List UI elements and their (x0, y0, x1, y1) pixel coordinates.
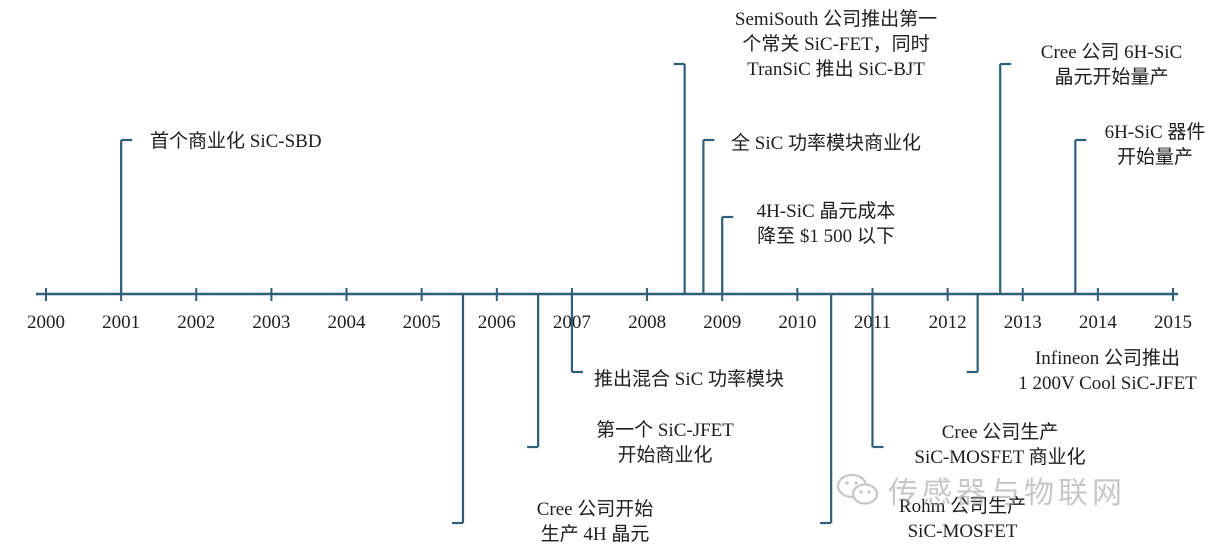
year-label: 2003 (252, 312, 290, 333)
event-label-e7: Cree 公司开始生产 4H 晶元 (510, 497, 680, 547)
year-label: 2004 (328, 312, 367, 333)
watermark-text: 传感器与物联网 (888, 476, 1126, 511)
event-label-line: 降至 $1 500 以下 (757, 226, 895, 247)
event-label-e3: 全 SiC 功率模块商业化 (731, 131, 921, 156)
event-label-line: 全 SiC 功率模块商业化 (731, 133, 922, 154)
event-label-line: 晶元开始量产 (1054, 67, 1169, 88)
event-label-e2: SemiSouth 公司推出第一个常关 SiC-FET，同时 TranSiC 推出… (706, 7, 966, 82)
year-label: 2013 (1004, 312, 1042, 333)
event-label-line: 开始量产 (1116, 147, 1193, 168)
event-label-line: Cree 公司 6H-SiC (1040, 42, 1183, 63)
event-label-line: 个常关 SiC-FET，同时 (742, 34, 930, 55)
year-label: 2012 (929, 312, 967, 333)
year-label: 2002 (177, 312, 215, 333)
event-label-line: 6H-SiC 器件 (1104, 122, 1206, 143)
year-label: 2009 (703, 312, 741, 333)
year-label: 2001 (102, 312, 140, 333)
year-label: 2010 (778, 312, 816, 333)
event-label-line: 第一个 SiC-JFET (596, 420, 734, 441)
event-label-line: Infineon 公司推出 (1034, 348, 1181, 369)
event-label-line: 生产 4H 晶元 (540, 524, 650, 545)
event-label-e11: Cree 公司生产 SiC-MOSFET 商业化 (890, 420, 1110, 470)
event-label-line: 1 200V Cool SiC-JFET (1018, 373, 1197, 394)
event-label-line: SiC-MOSFET (907, 521, 1018, 542)
event-label-e12: Infineon 公司推出 1 200V Cool SiC-JFET (990, 346, 1225, 396)
event-label-line: Cree 公司开始 (536, 499, 654, 520)
event-label-e4: 4H-SiC 晶元成本降至 $1 500 以下 (736, 199, 916, 249)
event-label-line: SemiSouth 公司推出第一 (734, 9, 938, 30)
event-label-line: TranSiC 推出 SiC-BJT (747, 59, 925, 80)
event-label-line: Rohm 公司生产 (898, 496, 1027, 517)
event-label-e9: 推出混合 SiC 功率模块 (594, 367, 784, 392)
event-label-line: 开始商业化 (617, 445, 713, 466)
event-label-e8: 第一个 SiC-JFET 开始商业化 (570, 418, 760, 468)
wechat-icon (836, 473, 879, 505)
year-label: 2015 (1154, 312, 1192, 333)
event-label-line: SiC-MOSFET 商业化 (914, 447, 1086, 468)
event-label-line: 推出混合 SiC 功率模块 (594, 369, 785, 390)
event-label-line: 4H-SiC 晶元成本 (756, 201, 896, 222)
year-label: 2000 (27, 312, 65, 333)
year-label: 2006 (478, 312, 516, 333)
event-label-line: 首个商业化 SiC-SBD (150, 131, 322, 152)
event-label-e6: 6H-SiC 器件开始量产 (1095, 120, 1215, 170)
year-label: 2008 (628, 312, 666, 333)
year-label: 2014 (1079, 312, 1118, 333)
watermark: 传感器与物联网 (836, 470, 1126, 511)
event-label-line: Cree 公司生产 (941, 422, 1059, 443)
event-label-e10: Rohm 公司生产 SiC-MOSFET (885, 494, 1040, 544)
event-label-e5: Cree 公司 6H-SiC 晶元开始量产 (1024, 40, 1199, 90)
event-label-e1: 首个商业化 SiC-SBD (150, 129, 322, 154)
year-label: 2005 (403, 312, 441, 333)
